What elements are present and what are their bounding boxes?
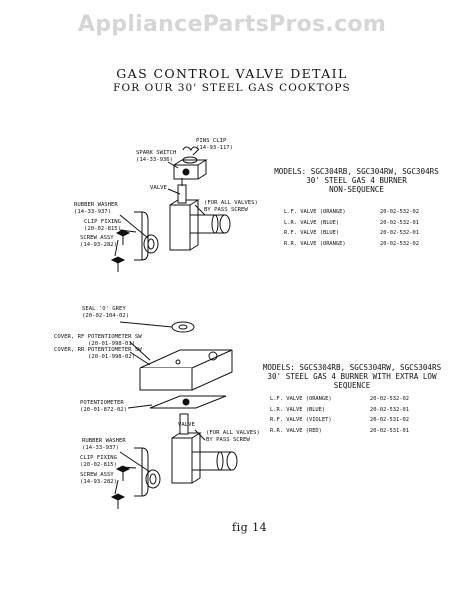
valve-item: R.F. VALVE (VIOLET)20-02-531-02 [270, 417, 409, 424]
clip-fixing-label: CLIP FIXING(20-02-815) [80, 455, 118, 468]
figure-label: fig 14 [232, 521, 268, 534]
cover-lf-label: COVER, RF POTENTIOMETER SW(20-01-998-01) [54, 334, 142, 347]
valve-item: L.R. VALVE (BLUE)20-02-532-01 [284, 219, 419, 226]
cover-rr-label: COVER, RR POTENTIOMETER SW(20-01-998-02) [54, 347, 142, 360]
clip-fixing-label: CLIP FIXING(20-02-815) [84, 219, 122, 232]
page-title: GAS CONTROL VALVE DETAIL [116, 66, 348, 81]
seal-label: SEAL 'O' GREY(20-02-104-02) [82, 306, 130, 319]
valve-label: VALVE [150, 185, 167, 191]
valve-item: L.F. VALVE (ORANGE)20-02-532-02 [284, 209, 419, 215]
screw-assy-label: SCREW ASSY(14-93-282) [80, 235, 118, 248]
page-subtitle: FOR OUR 30' STEEL GAS COOKTOPS [113, 82, 351, 94]
top-models-block: MODELS: SGC304RB, SGC304RW, SGC304RS 30'… [274, 167, 439, 195]
valve-label: VALVE [178, 422, 195, 428]
valve-item: R.R. VALVE (ORANGE)20-02-532-02 [284, 240, 419, 247]
valve-item: L.R. VALVE (BLUE)20-02-532-01 [270, 406, 409, 413]
valve-item: R.R. VALVE (RED)20-02-531-01 [270, 427, 409, 434]
screw-assy-label: SCREW ASSY(14-93-282) [80, 472, 118, 485]
spark-switch-label: SPARK SWITCH(14-33-936) [136, 150, 177, 163]
bottom-valve-list: L.F. VALVE (ORANGE)20-02-532-02 L.R. VAL… [270, 394, 409, 436]
bottom-models-block: MODELS: SGCS304RB, SGCS304RW, SGCS304RS … [262, 363, 442, 391]
rubber-washer-label: RUBBER WASHER(14-33-937) [74, 202, 118, 215]
valve-item: L.F. VALVE (ORANGE)20-02-532-02 [270, 396, 409, 402]
pins-clip-label: PINS CLIP(14-93-117) [196, 138, 234, 151]
rubber-washer-label: RUBBER WASHER(14-33-937) [82, 438, 126, 451]
watermark: AppliancePartsPros.com [77, 12, 387, 37]
top-valve-list: L.F. VALVE (ORANGE)20-02-532-02 L.R. VAL… [284, 207, 419, 249]
valve-item: R.F. VALVE (BLUE)20-02-532-01 [284, 230, 419, 237]
potentiometer-label: POTENTIOMETER(20-01-872-02) [80, 400, 128, 413]
bypass-screw-label: (FOR ALL VALVES)BY PASS SCREW [206, 430, 260, 443]
bypass-screw-label: (FOR ALL VALVES)BY PASS SCREW [204, 200, 258, 213]
